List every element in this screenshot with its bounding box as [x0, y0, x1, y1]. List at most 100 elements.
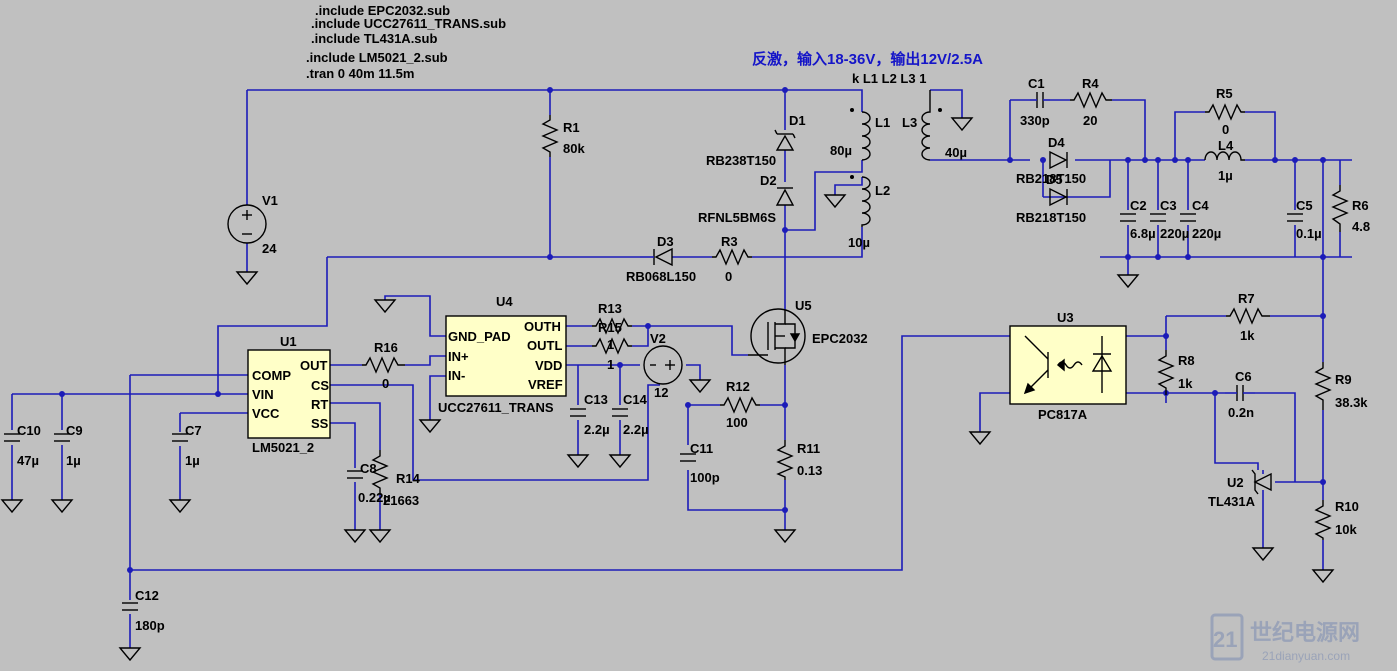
c5-capacitor[interactable] [1287, 213, 1303, 222]
u1-pin-cs: CS [311, 378, 329, 393]
d3-diode[interactable] [640, 247, 673, 267]
v1-value: 24 [262, 241, 277, 256]
c7-capacitor[interactable] [172, 433, 188, 442]
r16-resistor[interactable] [362, 356, 405, 374]
ground-symbols [0, 117, 1335, 662]
c9-value: 1µ [66, 453, 81, 468]
u1-chip[interactable] [247, 349, 331, 439]
u4-name: U4 [496, 294, 513, 309]
r7-resistor[interactable] [1226, 307, 1270, 325]
d4-value: RB218T150 [1016, 171, 1086, 186]
u1-pin-out: OUT [300, 358, 328, 373]
r3-resistor[interactable] [712, 248, 752, 266]
u1-pin-vcc: VCC [252, 406, 280, 421]
d4-diode[interactable] [1049, 150, 1068, 170]
u1-pin-comp: COMP [252, 368, 291, 383]
d1-name: D1 [789, 113, 806, 128]
r15-resistor[interactable] [592, 337, 632, 355]
c11-capacitor[interactable] [680, 453, 696, 462]
c14-name: C14 [623, 392, 648, 407]
c3-value: 220µ [1160, 226, 1189, 241]
watermark-url: 21dianyuan.com [1262, 649, 1350, 663]
d2-diode[interactable] [775, 187, 795, 206]
u5-mosfet[interactable] [748, 308, 806, 365]
c7-value: 1µ [185, 453, 200, 468]
c13-capacitor[interactable] [570, 408, 586, 417]
l4-inductor[interactable] [1204, 151, 1245, 161]
r16-value: 0 [382, 376, 389, 391]
v2-value: 12 [654, 385, 668, 400]
l2-value: 10µ [848, 235, 870, 250]
u1-pin-vin: VIN [252, 387, 274, 402]
r14-resistor[interactable] [371, 450, 389, 495]
u4-pin-gnd-pad: GND_PAD [448, 329, 511, 344]
d2-name: D2 [760, 173, 777, 188]
r15b-value: 1 [607, 357, 614, 372]
u1-name: U1 [280, 334, 297, 349]
r1-name: R1 [563, 120, 580, 135]
c10-capacitor[interactable] [4, 433, 20, 442]
d1-diode[interactable] [774, 129, 796, 151]
r1-resistor[interactable] [541, 115, 559, 157]
r14-value: 21663 [383, 493, 419, 508]
directive-tran: .tran 0 40m 11.5m [306, 66, 414, 81]
u3-optocoupler[interactable] [1009, 325, 1127, 405]
v2-source[interactable] [643, 345, 683, 385]
watermark: 21 世纪电源网 21dianyuan.com [1210, 613, 1360, 663]
c1-capacitor[interactable] [1030, 92, 1050, 108]
r13-resistor[interactable] [592, 317, 632, 335]
r8-name: R8 [1178, 353, 1195, 368]
r15-name: R15 [598, 320, 622, 335]
r10-resistor[interactable] [1314, 500, 1332, 540]
c10-name: C10 [17, 423, 41, 438]
c6-capacitor[interactable] [1225, 385, 1255, 401]
c9-capacitor[interactable] [54, 433, 70, 442]
c14-capacitor[interactable] [612, 408, 628, 417]
c11-value: 100p [690, 470, 720, 485]
c11-name: C11 [690, 441, 713, 456]
watermark-logo-frame [1210, 613, 1244, 661]
r6-resistor[interactable] [1331, 185, 1349, 232]
r12-resistor[interactable] [720, 396, 760, 414]
c3-capacitor[interactable] [1150, 213, 1166, 222]
r5-resistor[interactable] [1205, 103, 1245, 121]
c14-value: 2.2µ [623, 422, 649, 437]
c9-name: C9 [66, 423, 83, 438]
v1-source[interactable] [227, 204, 267, 244]
c5-value: 0.1µ [1296, 226, 1322, 241]
l2-inductor[interactable] [850, 175, 871, 227]
r5-name: R5 [1216, 86, 1233, 101]
l3-inductor[interactable] [921, 90, 942, 161]
c4-capacitor[interactable] [1180, 213, 1196, 222]
r9-resistor[interactable] [1314, 362, 1332, 410]
r4-resistor[interactable] [1070, 91, 1112, 109]
c10-value: 47µ [17, 453, 39, 468]
r7-value: 1k [1240, 328, 1255, 343]
wires [11, 89, 1352, 648]
u1-value: LM5021_2 [252, 440, 314, 455]
u2-value: TL431A [1208, 494, 1256, 509]
directive-include-ucc27611: .include UCC27611_TRANS.sub [311, 16, 506, 31]
u4-pin-in-minus: IN- [448, 368, 465, 383]
u4-chip[interactable] [445, 315, 567, 397]
directive-include-lm5021: .include LM5021_2.sub [306, 50, 448, 65]
schematic-title: 反激，输入18-36V，输出12V/2.5A [752, 50, 983, 68]
r11-resistor[interactable] [776, 440, 794, 480]
watermark-text: 世纪电源网 [1250, 620, 1360, 645]
r14-name: R14 [396, 471, 421, 486]
c12-capacitor[interactable] [122, 602, 138, 611]
r6-name: R6 [1352, 198, 1369, 213]
d2-value: RFNL5BM6S [698, 210, 776, 225]
u2-shunt-regulator[interactable] [1251, 469, 1272, 497]
d5-diode[interactable] [1049, 187, 1068, 207]
c1-name: C1 [1028, 76, 1045, 91]
r6-value: 4.8 [1352, 219, 1370, 234]
r7-name: R7 [1238, 291, 1255, 306]
r8-resistor[interactable] [1157, 350, 1175, 395]
c8-capacitor[interactable] [347, 470, 363, 479]
c2-capacitor[interactable] [1120, 213, 1136, 222]
c12-name: C12 [135, 588, 159, 603]
coupling-directive: k L1 L2 L3 1 [852, 71, 926, 86]
l1-inductor[interactable] [850, 108, 871, 161]
